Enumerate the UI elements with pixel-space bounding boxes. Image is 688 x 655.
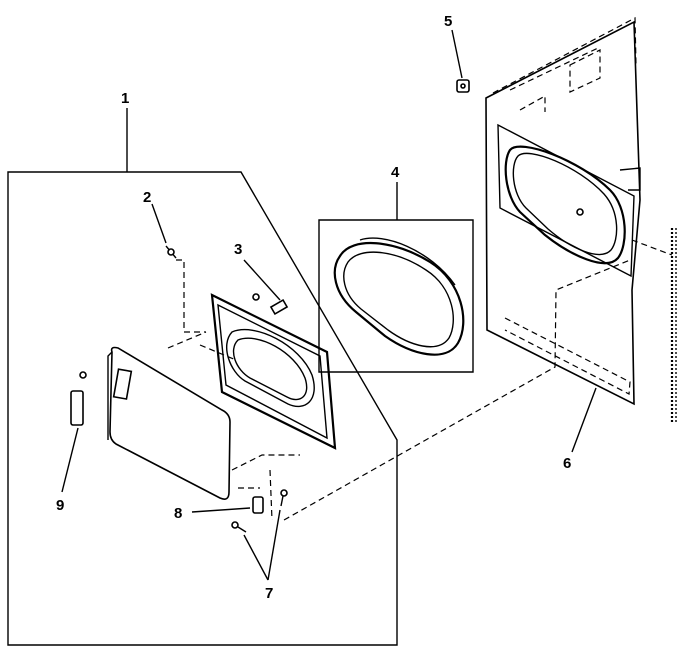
leader-6 (571, 387, 597, 453)
callout-5: 5 (444, 13, 452, 30)
outer-door-panel (107, 346, 231, 500)
callout-3: 3 (234, 241, 242, 258)
assembly-line-main (283, 259, 631, 521)
leader-9 (61, 427, 79, 493)
door-catch-part-3 (252, 293, 289, 316)
callout-8: 8 (174, 505, 182, 522)
dash-8 (238, 469, 273, 521)
door-seal-part-4 (333, 237, 465, 356)
latch-part-8 (252, 496, 264, 514)
dash-2 (176, 259, 206, 333)
dash-lower (231, 454, 300, 471)
callout-9: 9 (56, 497, 64, 514)
callout-7: 7 (265, 585, 273, 602)
assembly-line-rod (631, 239, 673, 256)
leader-7a (243, 534, 269, 581)
leader-3 (243, 259, 281, 301)
screws-part-7 (231, 489, 288, 533)
hinge-rod (670, 228, 677, 424)
callout-2: 2 (143, 189, 151, 206)
dash-door (167, 331, 207, 349)
door-assembly-boundary (7, 171, 398, 646)
front-panel-part-6 (485, 17, 641, 406)
screw-part-2 (165, 245, 177, 259)
seal-inset-box (318, 219, 474, 373)
leader-5 (451, 29, 463, 79)
leader-7b (267, 509, 281, 581)
dash-3 (199, 344, 237, 361)
leader-2 (151, 203, 167, 244)
inner-door-panel (210, 293, 337, 450)
callout-1: 1 (121, 90, 129, 107)
leader-8 (191, 507, 251, 513)
callout-6: 6 (563, 455, 571, 472)
callout-4: 4 (391, 164, 400, 181)
handle-part-9 (70, 371, 87, 426)
fastener-part-5 (456, 79, 470, 93)
